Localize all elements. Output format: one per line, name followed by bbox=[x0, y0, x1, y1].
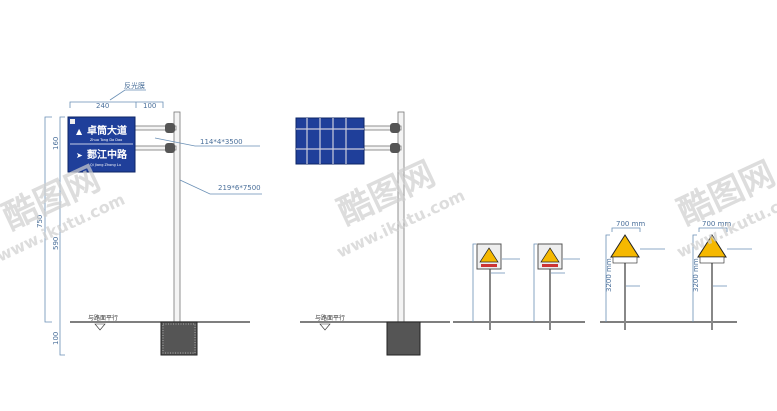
callout-reflective-film: 反光膜 bbox=[124, 81, 145, 90]
warning-signs: 700 mm 3200 mm 700 mm 3200 mm bbox=[453, 220, 752, 330]
callout-post: 219*6*7500 bbox=[218, 184, 261, 192]
callout-arm: 114*4*3500 bbox=[200, 138, 243, 146]
dim-arm-width: 100 bbox=[143, 102, 156, 110]
dim-post-height: 590 bbox=[52, 237, 60, 250]
sign-back-frame bbox=[295, 117, 365, 165]
gantry-sign-back-view: 与路面平行 bbox=[295, 111, 450, 356]
sign-line1-pinyin: Zhuo Tong Da Dao bbox=[90, 138, 122, 142]
ground-label-2: 与路面平行 bbox=[315, 314, 345, 322]
dim-sign-width: 240 bbox=[96, 102, 109, 110]
arrow-up-icon: ▲ bbox=[76, 127, 83, 136]
direction-sign bbox=[67, 116, 136, 173]
dim-foundation: 100 bbox=[52, 332, 60, 345]
sign-line2: 郪江中路 bbox=[87, 148, 128, 161]
dim-sign-height: 160 bbox=[52, 137, 60, 150]
sign-line1: 卓筒大道 bbox=[87, 124, 127, 137]
dim-height-b: 3200 mm bbox=[692, 258, 700, 292]
clamp-lower bbox=[165, 143, 175, 153]
warning-triangle-icon bbox=[610, 234, 640, 258]
arrow-right-icon: ➤ bbox=[76, 151, 83, 160]
dim-height-a: 3200 mm bbox=[605, 258, 613, 292]
ground-label: 与路面平行 bbox=[88, 314, 118, 322]
warning-triangle-icon bbox=[479, 247, 499, 263]
clamp-upper bbox=[165, 123, 175, 133]
warning-triangle-icon bbox=[540, 247, 560, 263]
main-post bbox=[173, 111, 181, 323]
foundation-2 bbox=[386, 321, 421, 356]
dim-total-height: 750 bbox=[36, 215, 44, 228]
dim-width-b: 700 mm bbox=[702, 220, 731, 228]
gantry-sign-elevation: 240 100 反光膜 160 750 590 100 ▲ 卓筒大道 Zhuo … bbox=[36, 81, 262, 356]
foundation bbox=[160, 321, 198, 356]
dim-width-a: 700 mm bbox=[616, 220, 645, 228]
sign-line2-pinyin: Qi Jiang Zhong Lu bbox=[90, 163, 121, 167]
